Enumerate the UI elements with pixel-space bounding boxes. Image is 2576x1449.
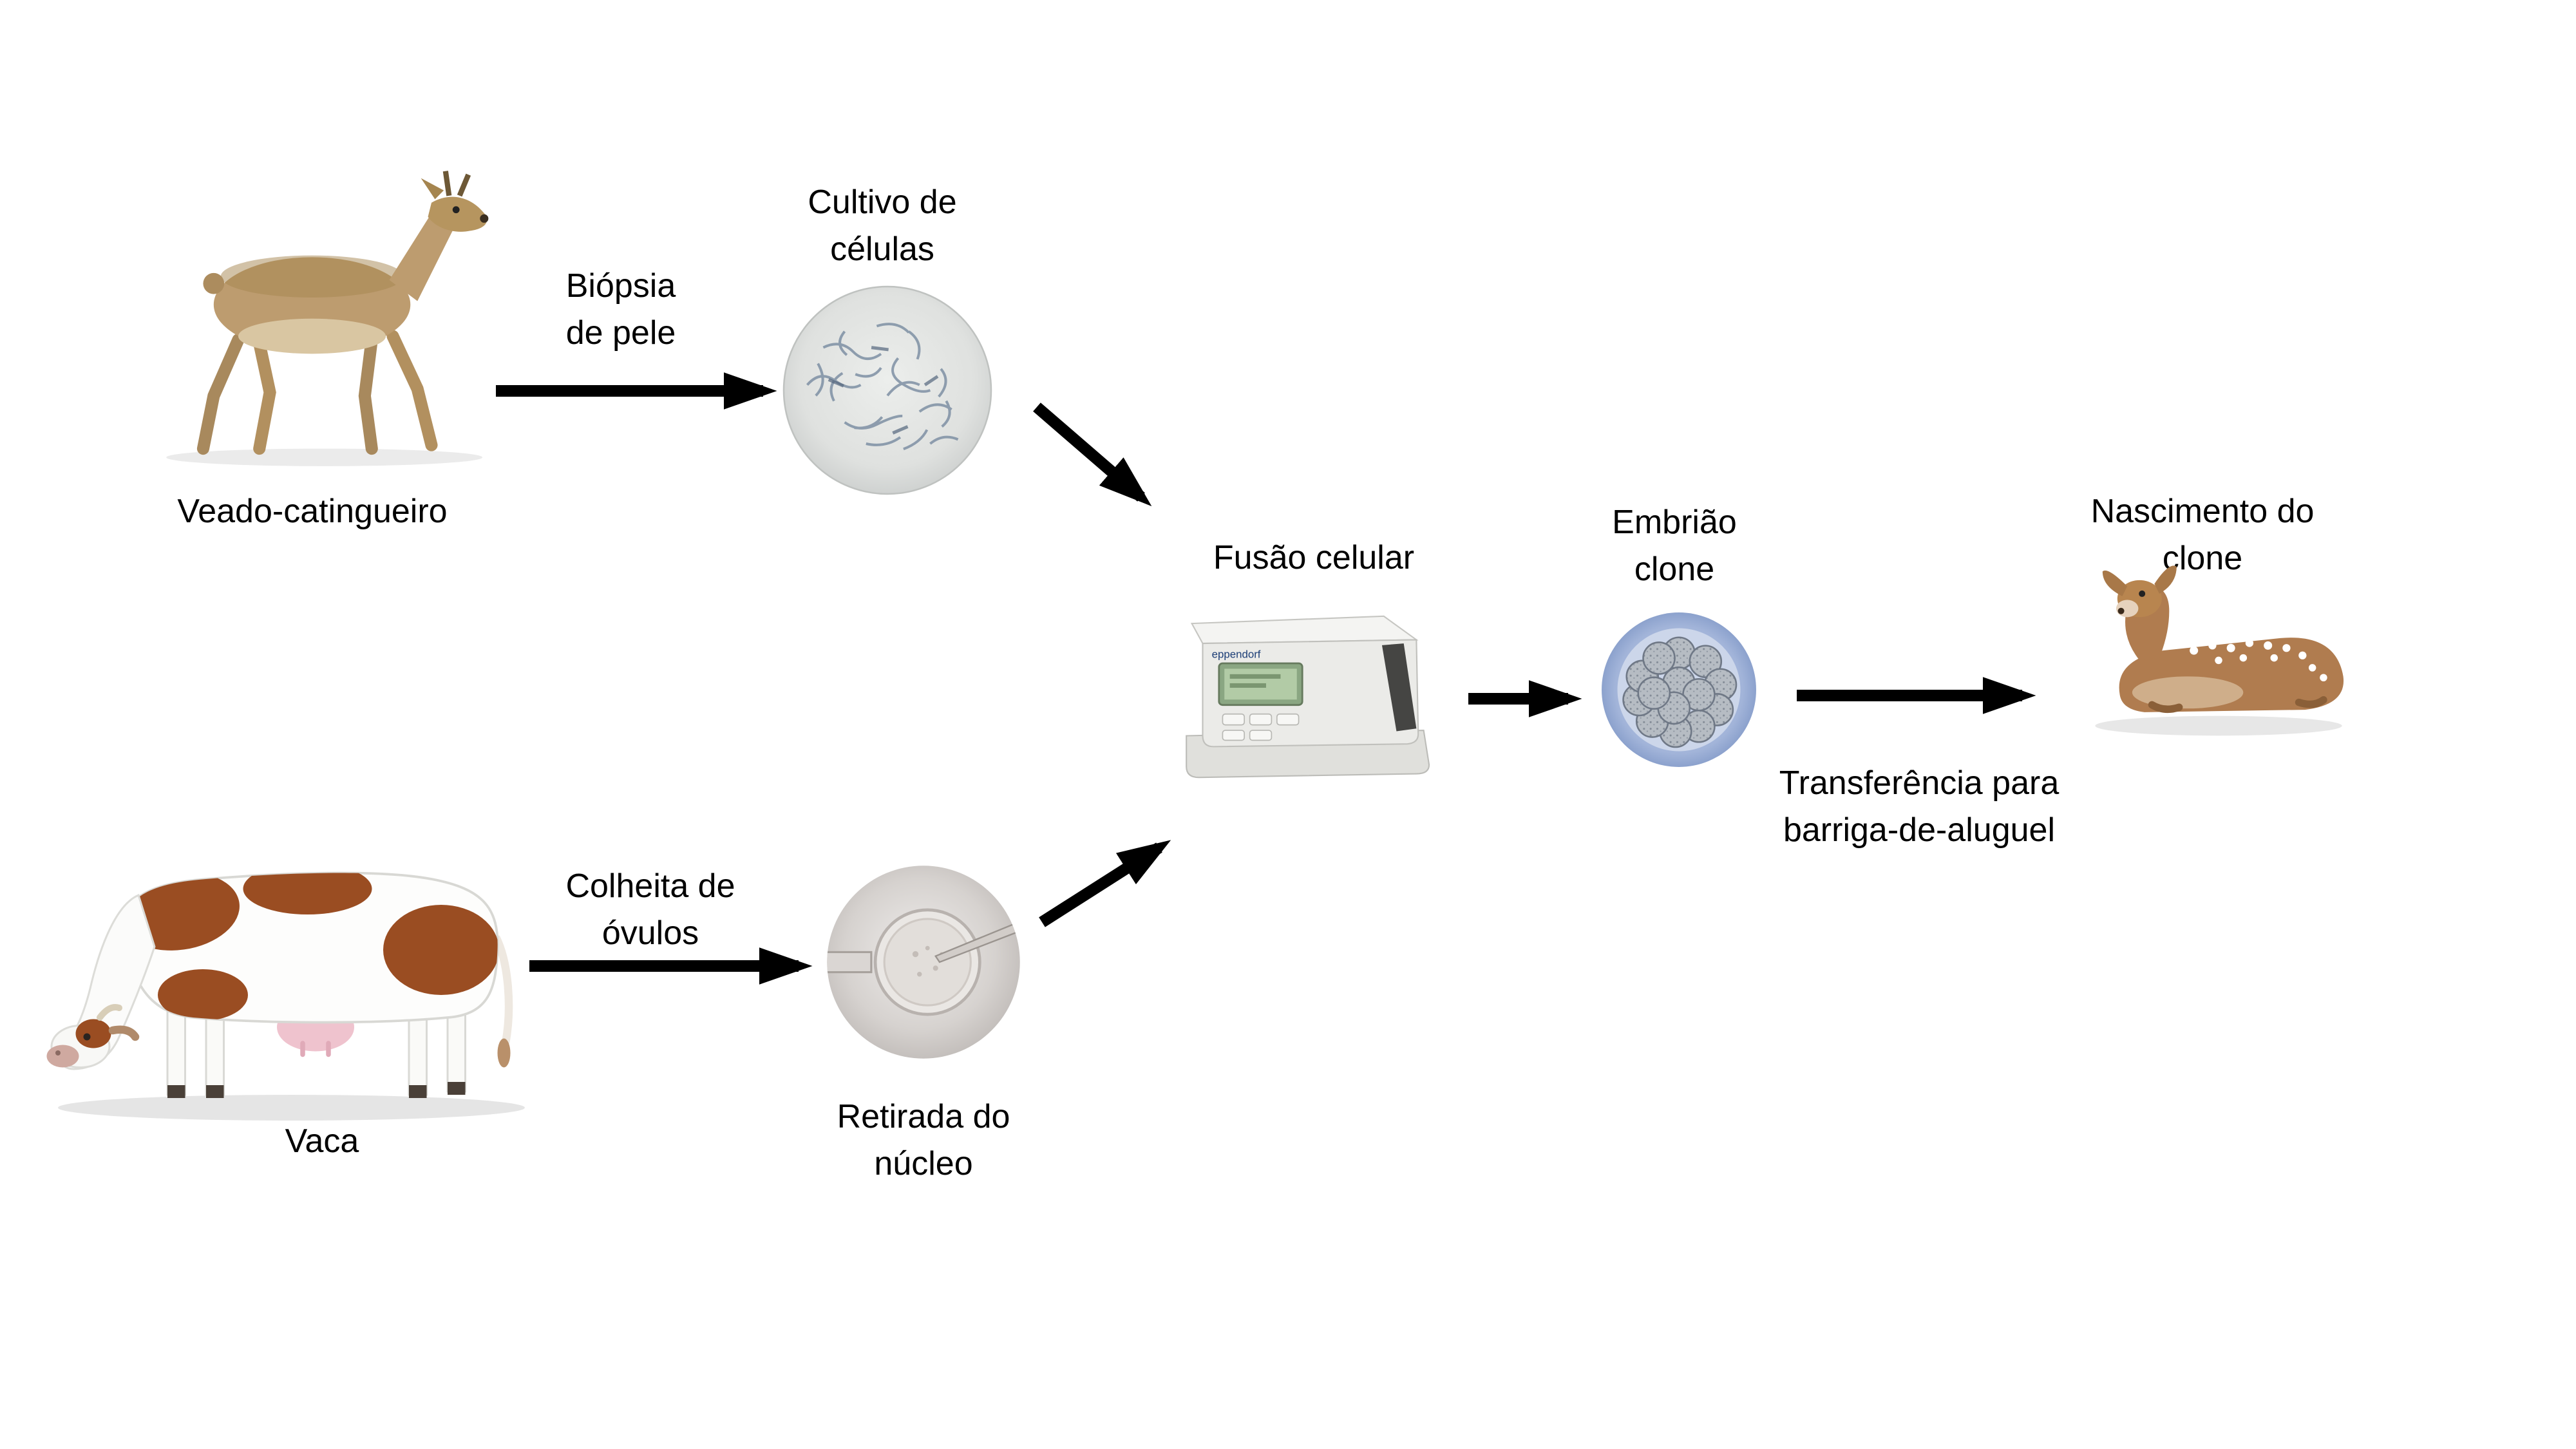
- holding-pipette: [827, 951, 873, 974]
- embryo-illustration: [1602, 612, 1756, 767]
- machine-chamber-lever: [1381, 643, 1417, 732]
- machine-illustration: eppendorf: [1186, 615, 1430, 779]
- egg-harvest-label: Colheita de óvulos: [565, 867, 735, 952]
- cow-node: [26, 802, 541, 1124]
- cell-culture-label: Cultivo de células: [808, 184, 957, 268]
- injection-pipette: [934, 918, 1020, 963]
- arrow-oocyte-to-fusion: [1039, 840, 1171, 927]
- fusion-label: Fusão celular: [1213, 539, 1415, 576]
- birth-label: Nascimento do clone: [2090, 493, 2315, 577]
- cow-illustration: [46, 871, 525, 1121]
- oocyte-illustration: [827, 866, 1020, 1059]
- cells-illustration: [782, 285, 992, 495]
- nucleus-removal-label: Retirada do núcleo: [837, 1098, 1010, 1182]
- fusion-machine-node: eppendorf: [1159, 592, 1449, 792]
- deer-illustration: [166, 171, 489, 466]
- fawn-illustration: [2095, 565, 2344, 736]
- transfer-label: Transferência para barriga-de-aluguel: [1779, 764, 2060, 849]
- fawn-spots: [2190, 639, 2327, 681]
- arrow-cells-to-fusion: [1033, 402, 1152, 507]
- embryo-node: [1596, 607, 1762, 773]
- machine-buttons: [1222, 713, 1300, 741]
- biopsy-label: Biópsia de pele: [565, 267, 676, 352]
- cow-label: Vaca: [285, 1122, 359, 1160]
- deer-label: Veado-catingueiro: [177, 493, 448, 530]
- fibroblast-texture: [806, 323, 959, 451]
- clone-fawn-node: [2070, 559, 2367, 744]
- cell-culture-node: [781, 283, 994, 497]
- donor-deer-node: [122, 171, 509, 470]
- machine-brand: eppendorf: [1212, 649, 1261, 661]
- blastomeres: [1622, 636, 1738, 748]
- oocyte-node: [823, 862, 1024, 1063]
- embryo-label: Embrião clone: [1612, 504, 1737, 588]
